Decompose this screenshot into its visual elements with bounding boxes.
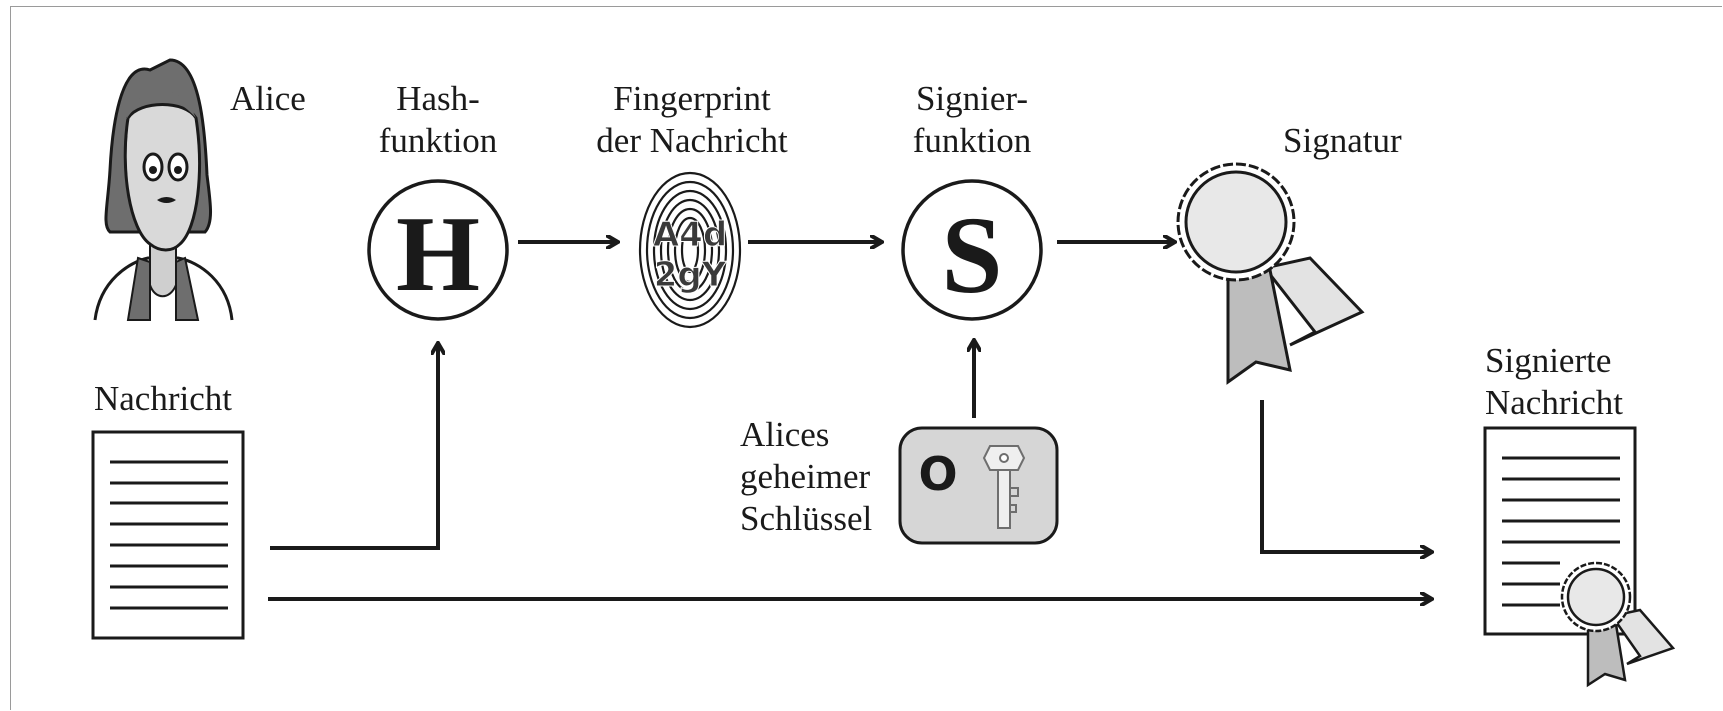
fingerprint-text-line1: A4d bbox=[653, 215, 727, 255]
fingerprint-text-line2: 2gY bbox=[654, 255, 727, 295]
label-secret-key: Alices geheimer Schlüssel bbox=[740, 415, 873, 538]
sign-symbol: S bbox=[941, 194, 1002, 316]
label-alice: Alice bbox=[230, 79, 306, 118]
flow-arrows bbox=[268, 242, 1430, 599]
message-document-icon bbox=[91, 430, 245, 640]
secret-key-icon: O bbox=[898, 426, 1059, 545]
diagram-frame bbox=[10, 6, 1722, 710]
key-card-letter: O bbox=[918, 447, 957, 501]
label-sign-function: Signier- funktion bbox=[912, 79, 1032, 160]
label-signed-message: Signierte Nachricht bbox=[1485, 341, 1623, 422]
label-hash-function: Hash- funktion bbox=[378, 79, 498, 160]
sign-function-icon: S bbox=[901, 179, 1043, 321]
arrow-message-to-hash bbox=[270, 345, 438, 550]
signed-message-document-icon bbox=[1483, 426, 1676, 688]
signature-seal-icon bbox=[1176, 162, 1365, 385]
alice-icon bbox=[93, 58, 234, 321]
label-fingerprint: Fingerprint der Nachricht bbox=[596, 79, 788, 160]
hash-function-icon: H bbox=[367, 179, 509, 321]
hash-symbol: H bbox=[396, 195, 480, 314]
label-signature: Signatur bbox=[1283, 121, 1402, 160]
label-message: Nachricht bbox=[94, 379, 232, 418]
arrow-signature-to-signed bbox=[1260, 400, 1430, 552]
fingerprint-icon: A4d 2gY bbox=[638, 171, 742, 329]
